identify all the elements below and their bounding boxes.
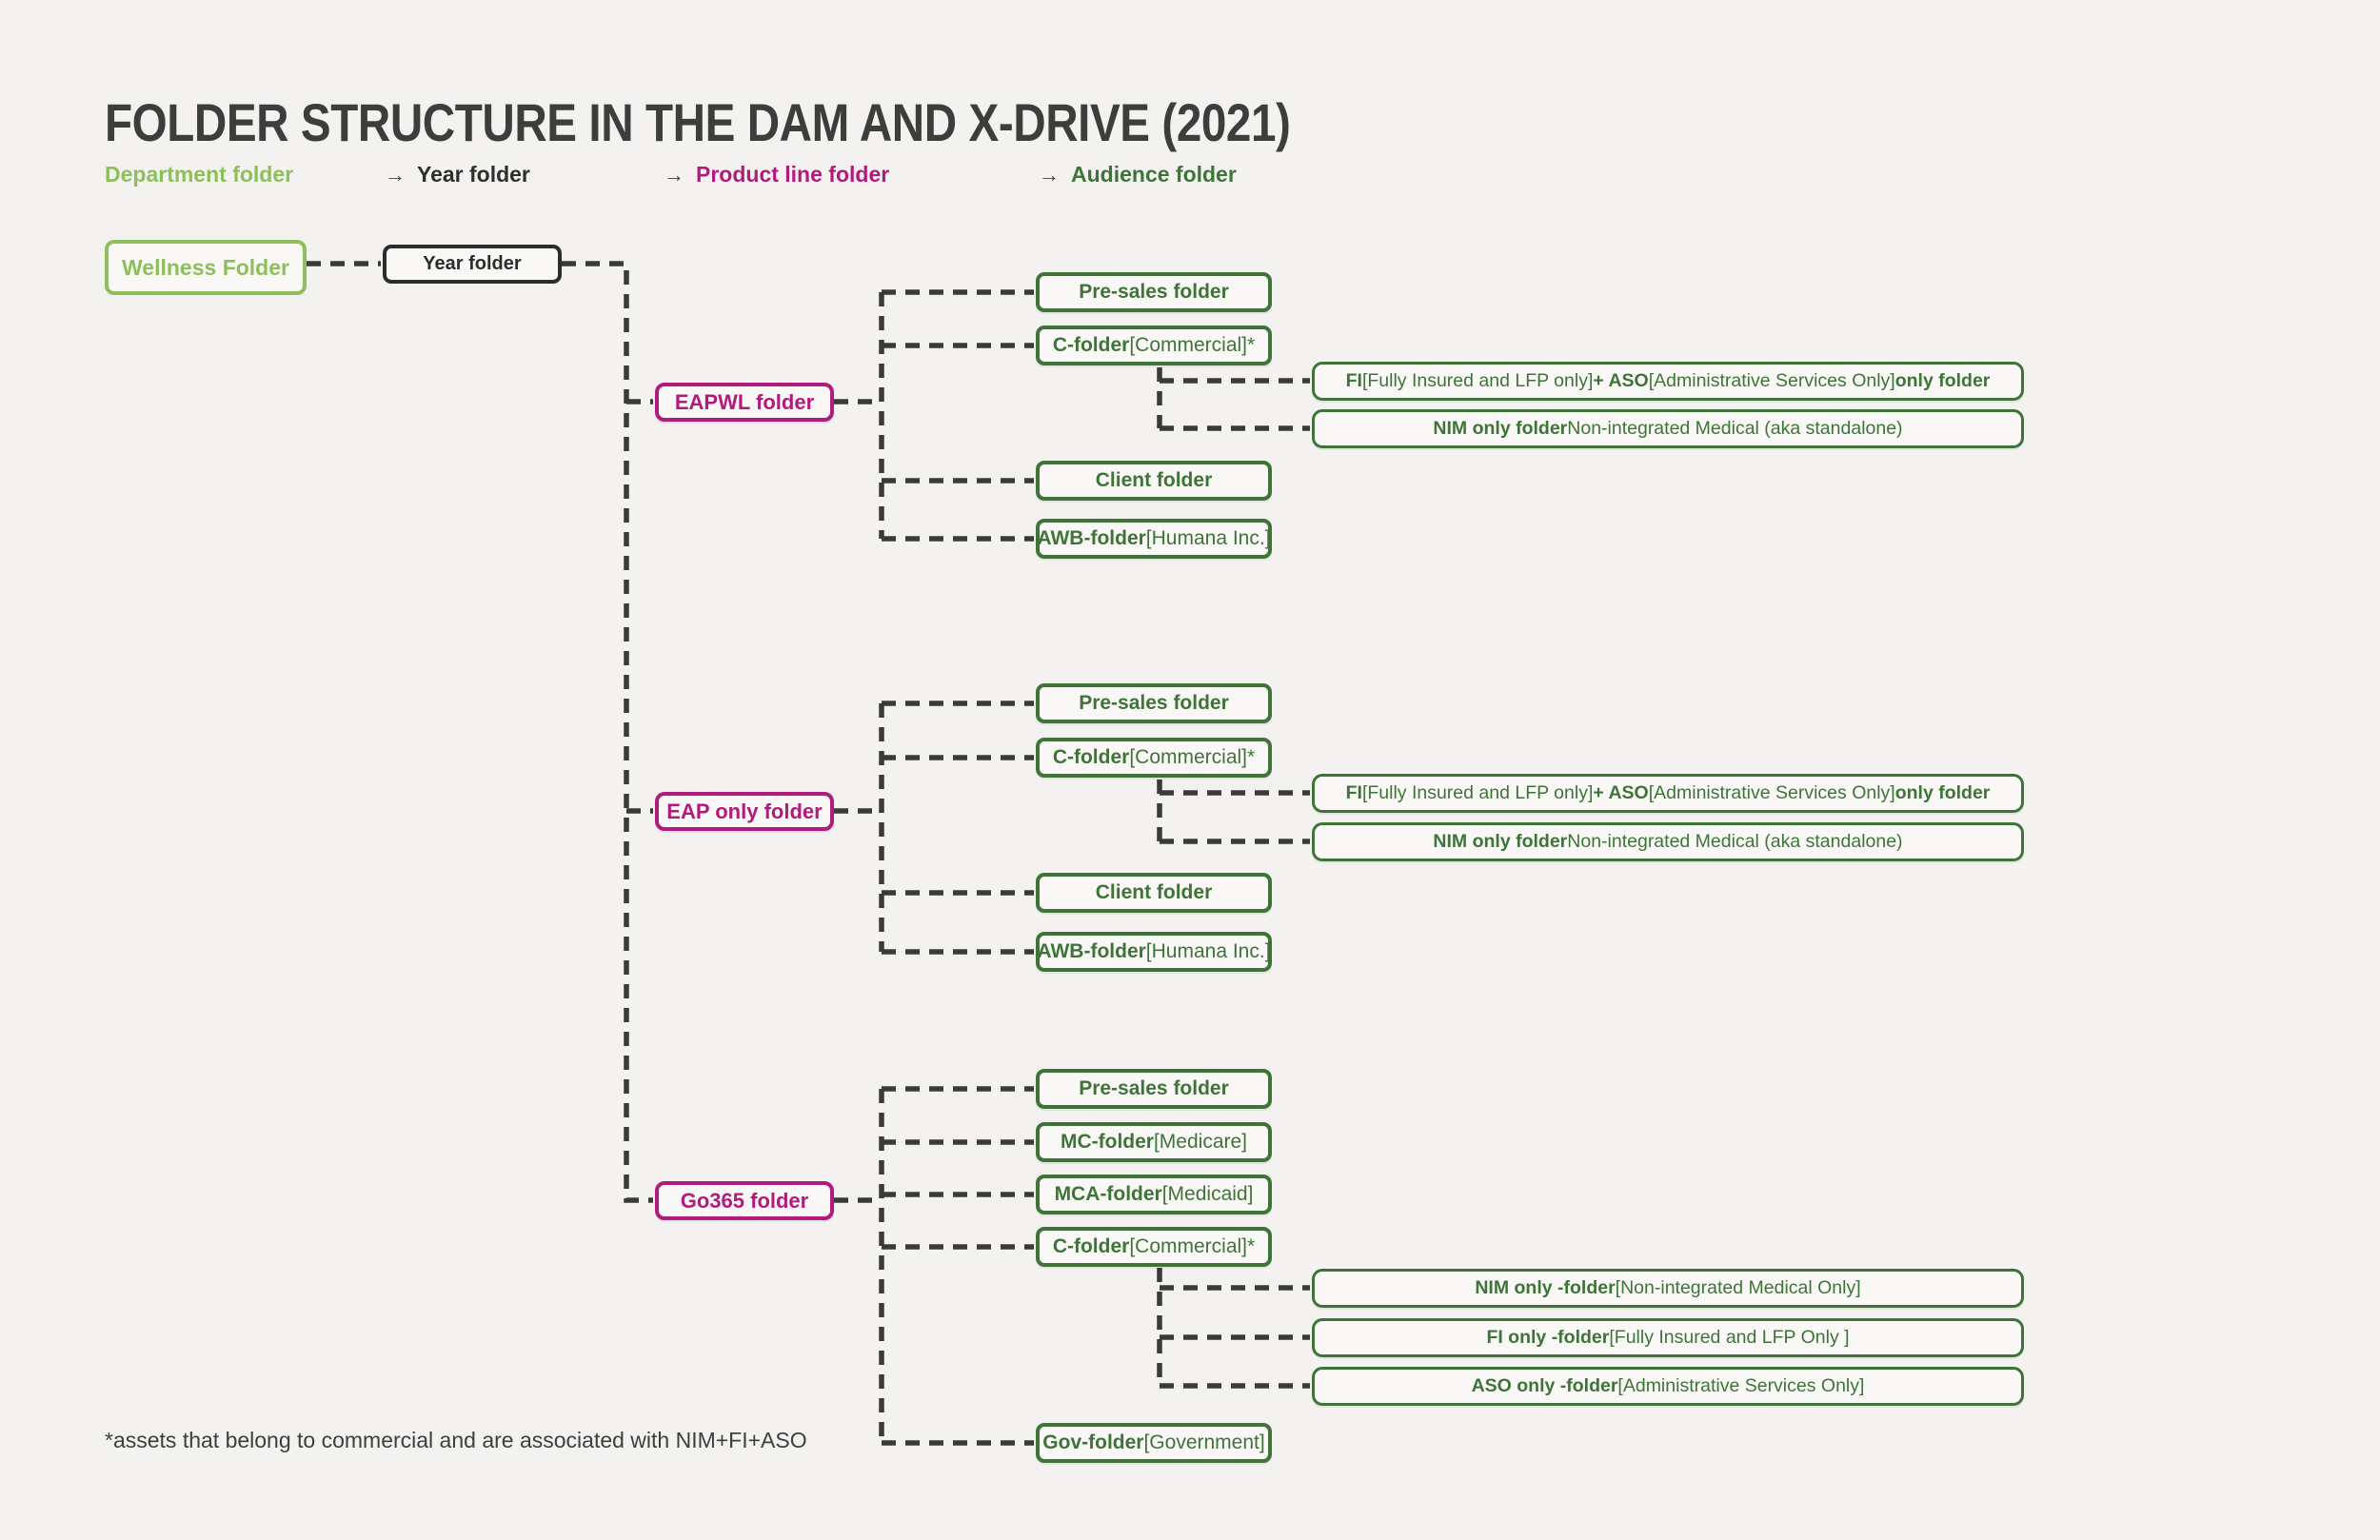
text-segment: MC-folder <box>1060 1131 1154 1153</box>
text-segment: NIM only -folder <box>1475 1277 1616 1298</box>
text-segment: MCA-folder <box>1054 1183 1162 1205</box>
text-segment: Pre-sales folder <box>1079 1077 1229 1099</box>
go365-mc-folder-box: MC-folder [Medicare] <box>1036 1122 1272 1162</box>
text-segment: AWB-folder <box>1037 527 1146 549</box>
text-segment: only folder <box>1894 370 1991 391</box>
text-segment: Client folder <box>1095 469 1213 491</box>
text-segment: [Commercial]* <box>1129 334 1256 356</box>
legend-audience-label: Audience folder <box>1071 162 1237 187</box>
text-segment: [Fully Insured and LFP Only ] <box>1609 1327 1850 1348</box>
eapwl-awb-folder-box: AWB-folder [Humana Inc.] <box>1036 519 1272 559</box>
text-segment: Pre-sales folder <box>1079 281 1229 303</box>
text-segment: [Medicare] <box>1153 1131 1248 1153</box>
text-segment: [Administrative Services Only] <box>1648 370 1895 391</box>
eapwl-nim-only-folder-box: NIM only folder Non-integrated Medical (… <box>1312 409 2024 448</box>
text-segment: C-folder <box>1052 334 1130 356</box>
text-segment: [Humana Inc.] <box>1145 527 1271 549</box>
eapwl-client-folder-box: Client folder <box>1036 461 1272 501</box>
year-folder-label: Year folder <box>423 253 522 274</box>
text-segment: FI <box>1345 782 1362 803</box>
go365-nim-only-folder-box: NIM only -folder [Non-integrated Medical… <box>1312 1269 2024 1308</box>
text-segment: C-folder <box>1052 1235 1130 1257</box>
text-segment: [Administrative Services Only] <box>1648 782 1895 803</box>
text-segment: Pre-sales folder <box>1079 692 1229 714</box>
year-folder-box: Year folder <box>383 245 562 284</box>
go365-pre-sales-folder-box: Pre-sales folder <box>1036 1069 1272 1109</box>
legend-department-label: Department folder <box>105 162 294 187</box>
go365-fi-only-folder-box: FI only -folder [Fully Insured and LFP O… <box>1312 1318 2024 1357</box>
text-segment: [Humana Inc.] <box>1145 940 1271 962</box>
go365-folder-box: Go365 folder <box>655 1181 834 1220</box>
text-segment: AWB-folder <box>1037 940 1146 962</box>
legend-department-folder: Department folder <box>105 162 293 188</box>
text-segment: NIM only folder <box>1433 831 1568 852</box>
legend-year-label: Year folder <box>417 162 530 187</box>
text-segment: [Fully Insured and LFP only] <box>1361 782 1594 803</box>
page-title: FOLDER STRUCTURE IN THE DAM AND X-DRIVE … <box>105 92 1291 152</box>
legend-product-line-folder: → Product line folder <box>664 162 889 188</box>
eap-awb-folder-box: AWB-folder [Humana Inc.] <box>1036 932 1272 972</box>
text-segment: [Non-integrated Medical Only] <box>1615 1277 1861 1298</box>
go365-gov-folder-box: Gov-folder [Government] <box>1036 1423 1272 1463</box>
eapwl-fi-aso-only-folder-box: FI [Fully Insured and LFP only] + ASO [A… <box>1312 362 2024 401</box>
eapwl-folder-box: EAPWL folder <box>655 383 834 422</box>
text-segment: [Government] <box>1143 1431 1265 1453</box>
wellness-folder-label: Wellness Folder <box>122 254 289 280</box>
text-segment: [Fully Insured and LFP only] <box>1361 370 1594 391</box>
text-segment: [Commercial]* <box>1129 746 1256 768</box>
text-segment: Non-integrated Medical (aka standalone) <box>1567 418 1903 439</box>
text-segment: + ASO <box>1593 370 1649 391</box>
legend-product-line-label: Product line folder <box>696 162 890 187</box>
text-segment: [Administrative Services Only] <box>1617 1375 1865 1396</box>
text-segment: Gov-folder <box>1042 1431 1144 1453</box>
text-segment: [Commercial]* <box>1129 1235 1256 1257</box>
eap-nim-only-folder-box: NIM only folder Non-integrated Medical (… <box>1312 822 2024 861</box>
wellness-folder-box: Wellness Folder <box>105 240 307 295</box>
legend-audience-folder: → Audience folder <box>1039 162 1237 188</box>
eap-c-folder-box: C-folder [Commercial]* <box>1036 738 1272 778</box>
arrow-right-icon: → <box>1039 162 1060 187</box>
footnote: *assets that belong to commercial and ar… <box>105 1428 807 1452</box>
text-segment: [Medicaid] <box>1161 1183 1254 1205</box>
go365-aso-only-folder-box: ASO only -folder [Administrative Service… <box>1312 1367 2024 1406</box>
text-segment: C-folder <box>1052 746 1130 768</box>
text-segment: Client folder <box>1095 881 1213 903</box>
text-segment: only folder <box>1894 782 1991 803</box>
arrow-right-icon: → <box>664 162 684 187</box>
text-segment: FI <box>1345 370 1362 391</box>
eap-fi-aso-only-folder-box: FI [Fully Insured and LFP only] + ASO [A… <box>1312 774 2024 813</box>
connector-trunk <box>562 261 653 1203</box>
eapwl-folder-label: EAPWL folder <box>674 389 815 414</box>
eap-client-folder-box: Client folder <box>1036 873 1272 913</box>
eap-only-folder-label: EAP only folder <box>666 799 823 823</box>
go365-folder-label: Go365 folder <box>680 1188 809 1213</box>
text-segment: Non-integrated Medical (aka standalone) <box>1567 831 1903 852</box>
eap-only-folder-box: EAP only folder <box>655 792 834 831</box>
eapwl-pre-sales-folder-box: Pre-sales folder <box>1036 272 1272 312</box>
eap-pre-sales-folder-box: Pre-sales folder <box>1036 683 1272 723</box>
eapwl-c-folder-box: C-folder [Commercial]* <box>1036 326 1272 365</box>
text-segment: NIM only folder <box>1433 418 1568 439</box>
legend-year-folder: → Year folder <box>385 162 530 188</box>
arrow-right-icon: → <box>385 162 406 187</box>
text-segment: ASO only -folder <box>1471 1375 1618 1396</box>
go365-c-folder-box: C-folder [Commercial]* <box>1036 1227 1272 1267</box>
go365-mca-folder-box: MCA-folder [Medicaid] <box>1036 1175 1272 1214</box>
text-segment: + ASO <box>1593 782 1649 803</box>
text-segment: FI only -folder <box>1486 1327 1610 1348</box>
